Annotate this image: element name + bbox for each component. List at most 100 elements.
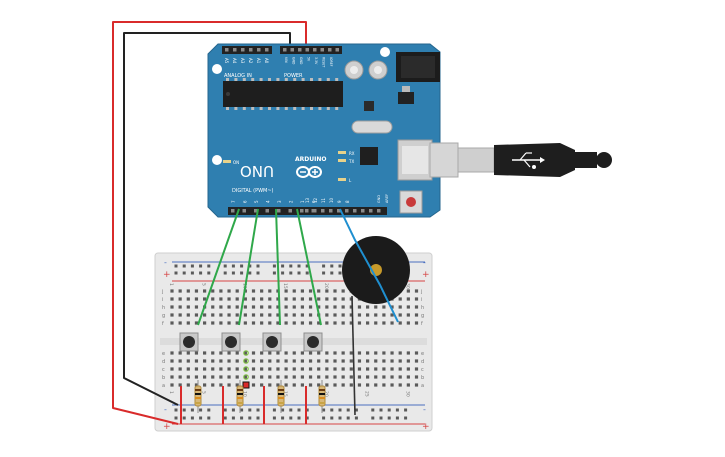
- breadboard-hole: [333, 359, 337, 363]
- red-jumpers: [180, 386, 307, 424]
- reset-button-cap[interactable]: [406, 197, 416, 207]
- rail-hole: [322, 408, 326, 412]
- breadboard-hole: [325, 383, 329, 387]
- breadboard-hole: [284, 351, 288, 355]
- pushbutton-1[interactable]: [179, 332, 199, 352]
- rail-hole: [272, 408, 276, 412]
- rail-hole: [174, 408, 178, 412]
- breadboard-hole: [374, 359, 378, 363]
- breadboard-hole: [317, 359, 321, 363]
- breadboard-hole: [170, 375, 174, 379]
- rail-hole: [289, 416, 293, 420]
- breadboard-hole: [243, 321, 247, 325]
- pushbutton-2[interactable]: [221, 332, 241, 352]
- breadboard-hole: [398, 313, 402, 317]
- rail-hole: [223, 271, 227, 275]
- wire-green-pin4[interactable]: [275, 208, 281, 326]
- chip-pin: [293, 78, 297, 81]
- breadboard-hole: [317, 289, 321, 293]
- breadboard-hole: [276, 367, 280, 371]
- breadboard-hole: [194, 351, 199, 355]
- rail-hole: [322, 264, 326, 268]
- wire-blue-buzzer[interactable]: [339, 208, 399, 323]
- breadboard-hole: [390, 367, 394, 371]
- wire-green-pin5[interactable]: [296, 208, 322, 326]
- resistor-3[interactable]: [277, 380, 285, 413]
- breadboard-hole: [414, 367, 419, 371]
- breadboard-hole: [300, 351, 304, 355]
- row-letter: b: [421, 375, 424, 381]
- breadboard-hole: [341, 305, 345, 309]
- led-tx: [338, 159, 346, 162]
- breadboard-hole: [227, 375, 231, 379]
- breadboard-hole: [235, 321, 239, 325]
- breadboard-hole: [235, 297, 239, 301]
- rail-plus-bottom-right: +: [422, 422, 430, 432]
- rail-hole: [174, 271, 178, 275]
- rail-hole: [297, 416, 301, 420]
- breadboard-hole: [308, 351, 313, 355]
- rail-hole: [223, 408, 227, 412]
- breadboard-hole: [366, 321, 370, 325]
- breadboard-hole: [211, 305, 215, 309]
- breadboard-hole: [243, 305, 247, 309]
- breadboard-hole: [170, 367, 174, 371]
- breadboard-hole: [243, 367, 247, 371]
- breadboard-hole: [186, 367, 190, 371]
- chip-pin: [226, 78, 229, 81]
- breadboard-hole: [333, 297, 337, 301]
- breadboard-hole: [203, 367, 207, 371]
- rail-hole: [240, 271, 244, 275]
- breadboard-hole: [308, 367, 313, 371]
- rail-hole: [231, 416, 235, 420]
- breadboard-hole: [390, 305, 394, 309]
- breadboard-hole: [260, 313, 264, 317]
- breadboard-hole: [178, 313, 182, 317]
- rail-hole: [404, 416, 408, 420]
- breadboard-hole: [235, 351, 239, 355]
- breadboard-hole: [276, 313, 280, 317]
- digital-pin-label: 1: [300, 200, 305, 203]
- rail-hole: [281, 416, 285, 420]
- breadboard-hole: [366, 351, 370, 355]
- breadboard-hole: [382, 313, 386, 317]
- resistor-4[interactable]: [318, 380, 326, 413]
- breadboard-hole: [300, 367, 304, 371]
- power-pin-label: VIN: [284, 57, 288, 63]
- breadboard-hole: [170, 305, 174, 309]
- breadboard-hole: [333, 367, 337, 371]
- wire-black-gnd[interactable]: [123, 32, 291, 406]
- breadboard-hole: [211, 359, 215, 363]
- breadboard-hole: [219, 383, 223, 387]
- breadboard-hole: [349, 367, 353, 371]
- rail-plus-top-left: +: [163, 270, 171, 280]
- rail-hole: [248, 416, 252, 420]
- column-number: 30: [404, 391, 410, 397]
- chip-pin: [259, 107, 263, 110]
- pushbutton-4[interactable]: [303, 332, 323, 352]
- resistor-1[interactable]: [194, 380, 202, 413]
- breadboard-hole: [268, 359, 272, 363]
- digital-pin-label: 9: [337, 200, 342, 203]
- wire-red-5v[interactable]: [112, 21, 307, 425]
- resistor-2[interactable]: [236, 380, 244, 413]
- breadboard-hole: [276, 359, 280, 363]
- breadboard-hole: [178, 359, 182, 363]
- breadboard-hole: [170, 313, 174, 317]
- wire-green-pin2[interactable]: [197, 208, 240, 326]
- pushbutton-3[interactable]: [262, 332, 282, 352]
- analog-header: [222, 46, 272, 54]
- header-pin: [254, 209, 258, 213]
- wire-green-pin3[interactable]: [238, 208, 259, 326]
- breadboard-hole: [349, 383, 353, 387]
- breadboard-hole: [308, 359, 313, 363]
- breadboard-hole: [251, 367, 256, 371]
- breadboard-hole: [292, 359, 296, 363]
- digital-pin-label: 13: [305, 197, 310, 203]
- digital-pin-label: 10: [329, 197, 334, 203]
- breadboard-hole: [178, 383, 182, 387]
- rail-hole: [256, 416, 260, 420]
- breadboard-hole: [170, 321, 174, 325]
- breadboard-hole: [308, 321, 313, 325]
